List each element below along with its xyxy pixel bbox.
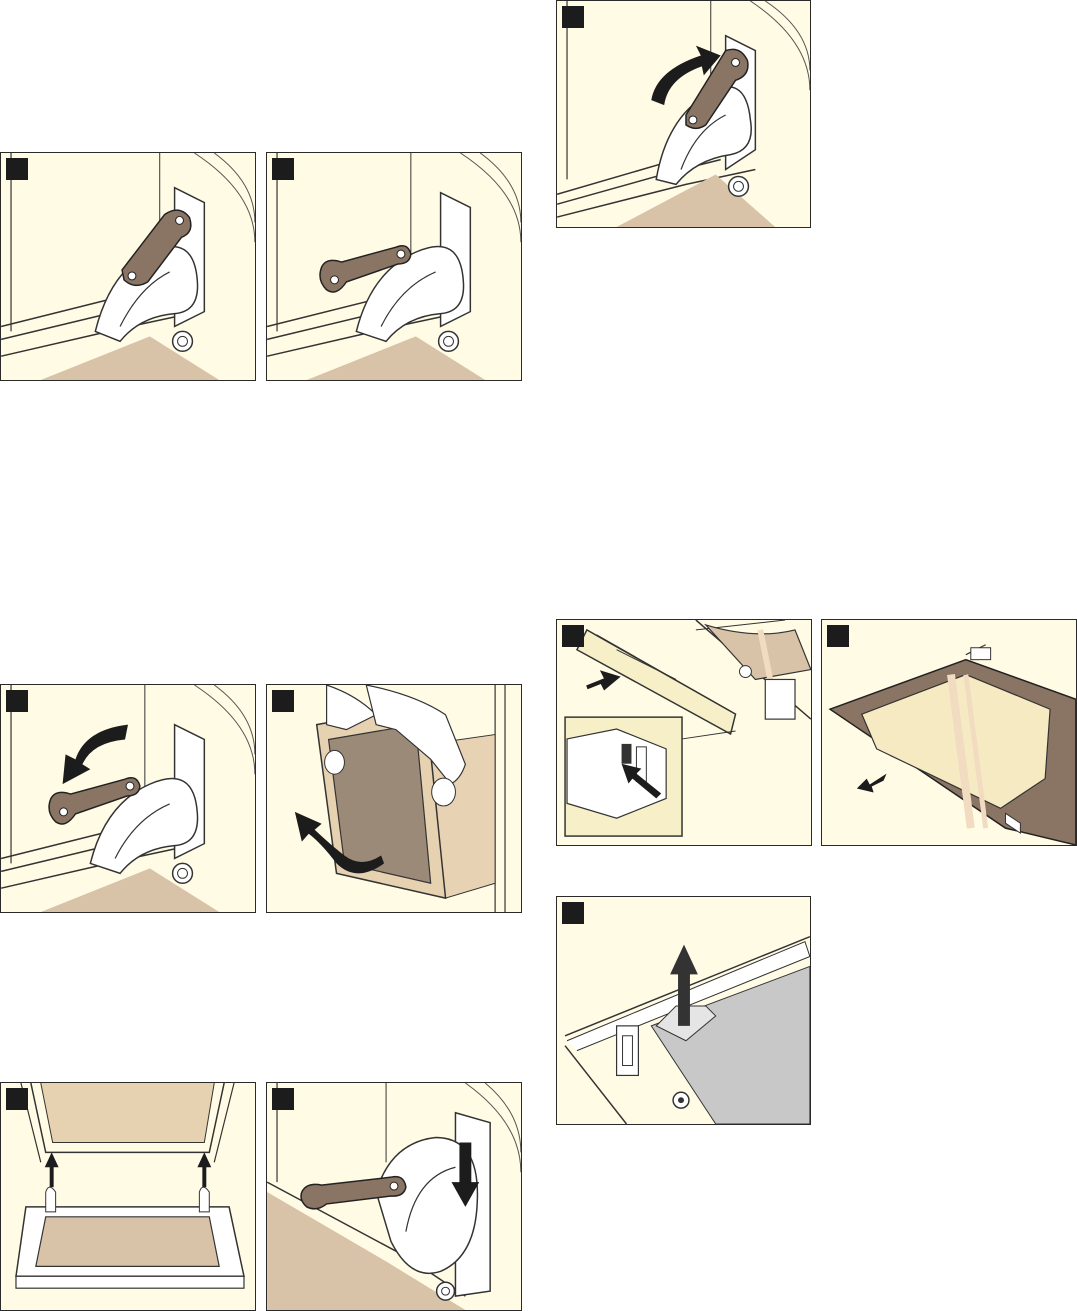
step-marker (562, 6, 584, 28)
pane-holder-illustration (557, 897, 810, 1124)
step-marker (272, 158, 294, 180)
step-panel-inner-pane-remove (821, 619, 1077, 846)
pane-clip-illustration (557, 620, 811, 845)
straight-arrow-icon (857, 774, 887, 793)
hinge-lever-illustration (557, 1, 810, 227)
step-marker (6, 1088, 28, 1110)
hinge-lever-illustration (1, 685, 255, 912)
oven-door-illustration (1, 1083, 255, 1310)
step-marker (562, 902, 584, 924)
step-panel-door-lift-off (266, 684, 522, 913)
step-marker (827, 625, 849, 647)
hinge-lever-illustration (267, 153, 521, 380)
straight-arrow-icon (587, 674, 617, 688)
step-panel-hinge-lever-lower (0, 684, 256, 913)
step-marker (6, 690, 28, 712)
step-panel-hinge-lever-closed (0, 152, 256, 381)
step-marker (6, 158, 28, 180)
step-panel-pane-clip-release (556, 619, 812, 846)
step-marker (562, 625, 584, 647)
oven-door-illustration (267, 685, 521, 912)
glass-pane-illustration (822, 620, 1076, 845)
curved-arrow-down-icon (63, 725, 128, 784)
step-panel-hinge-lever-open (266, 152, 522, 381)
step-panel-hinge-lever-lock (266, 1082, 522, 1311)
step-panel-door-refit (0, 1082, 256, 1311)
arrow-up-icon (45, 1152, 59, 1187)
arrow-up-icon (197, 1152, 211, 1187)
hinge-lever-illustration (267, 1083, 521, 1310)
step-marker (272, 1088, 294, 1110)
step-marker (272, 690, 294, 712)
step-panel-pane-holder-lift (556, 896, 811, 1125)
step-panel-hinge-lever-raise (556, 0, 811, 228)
hinge-lever-illustration (1, 153, 255, 380)
